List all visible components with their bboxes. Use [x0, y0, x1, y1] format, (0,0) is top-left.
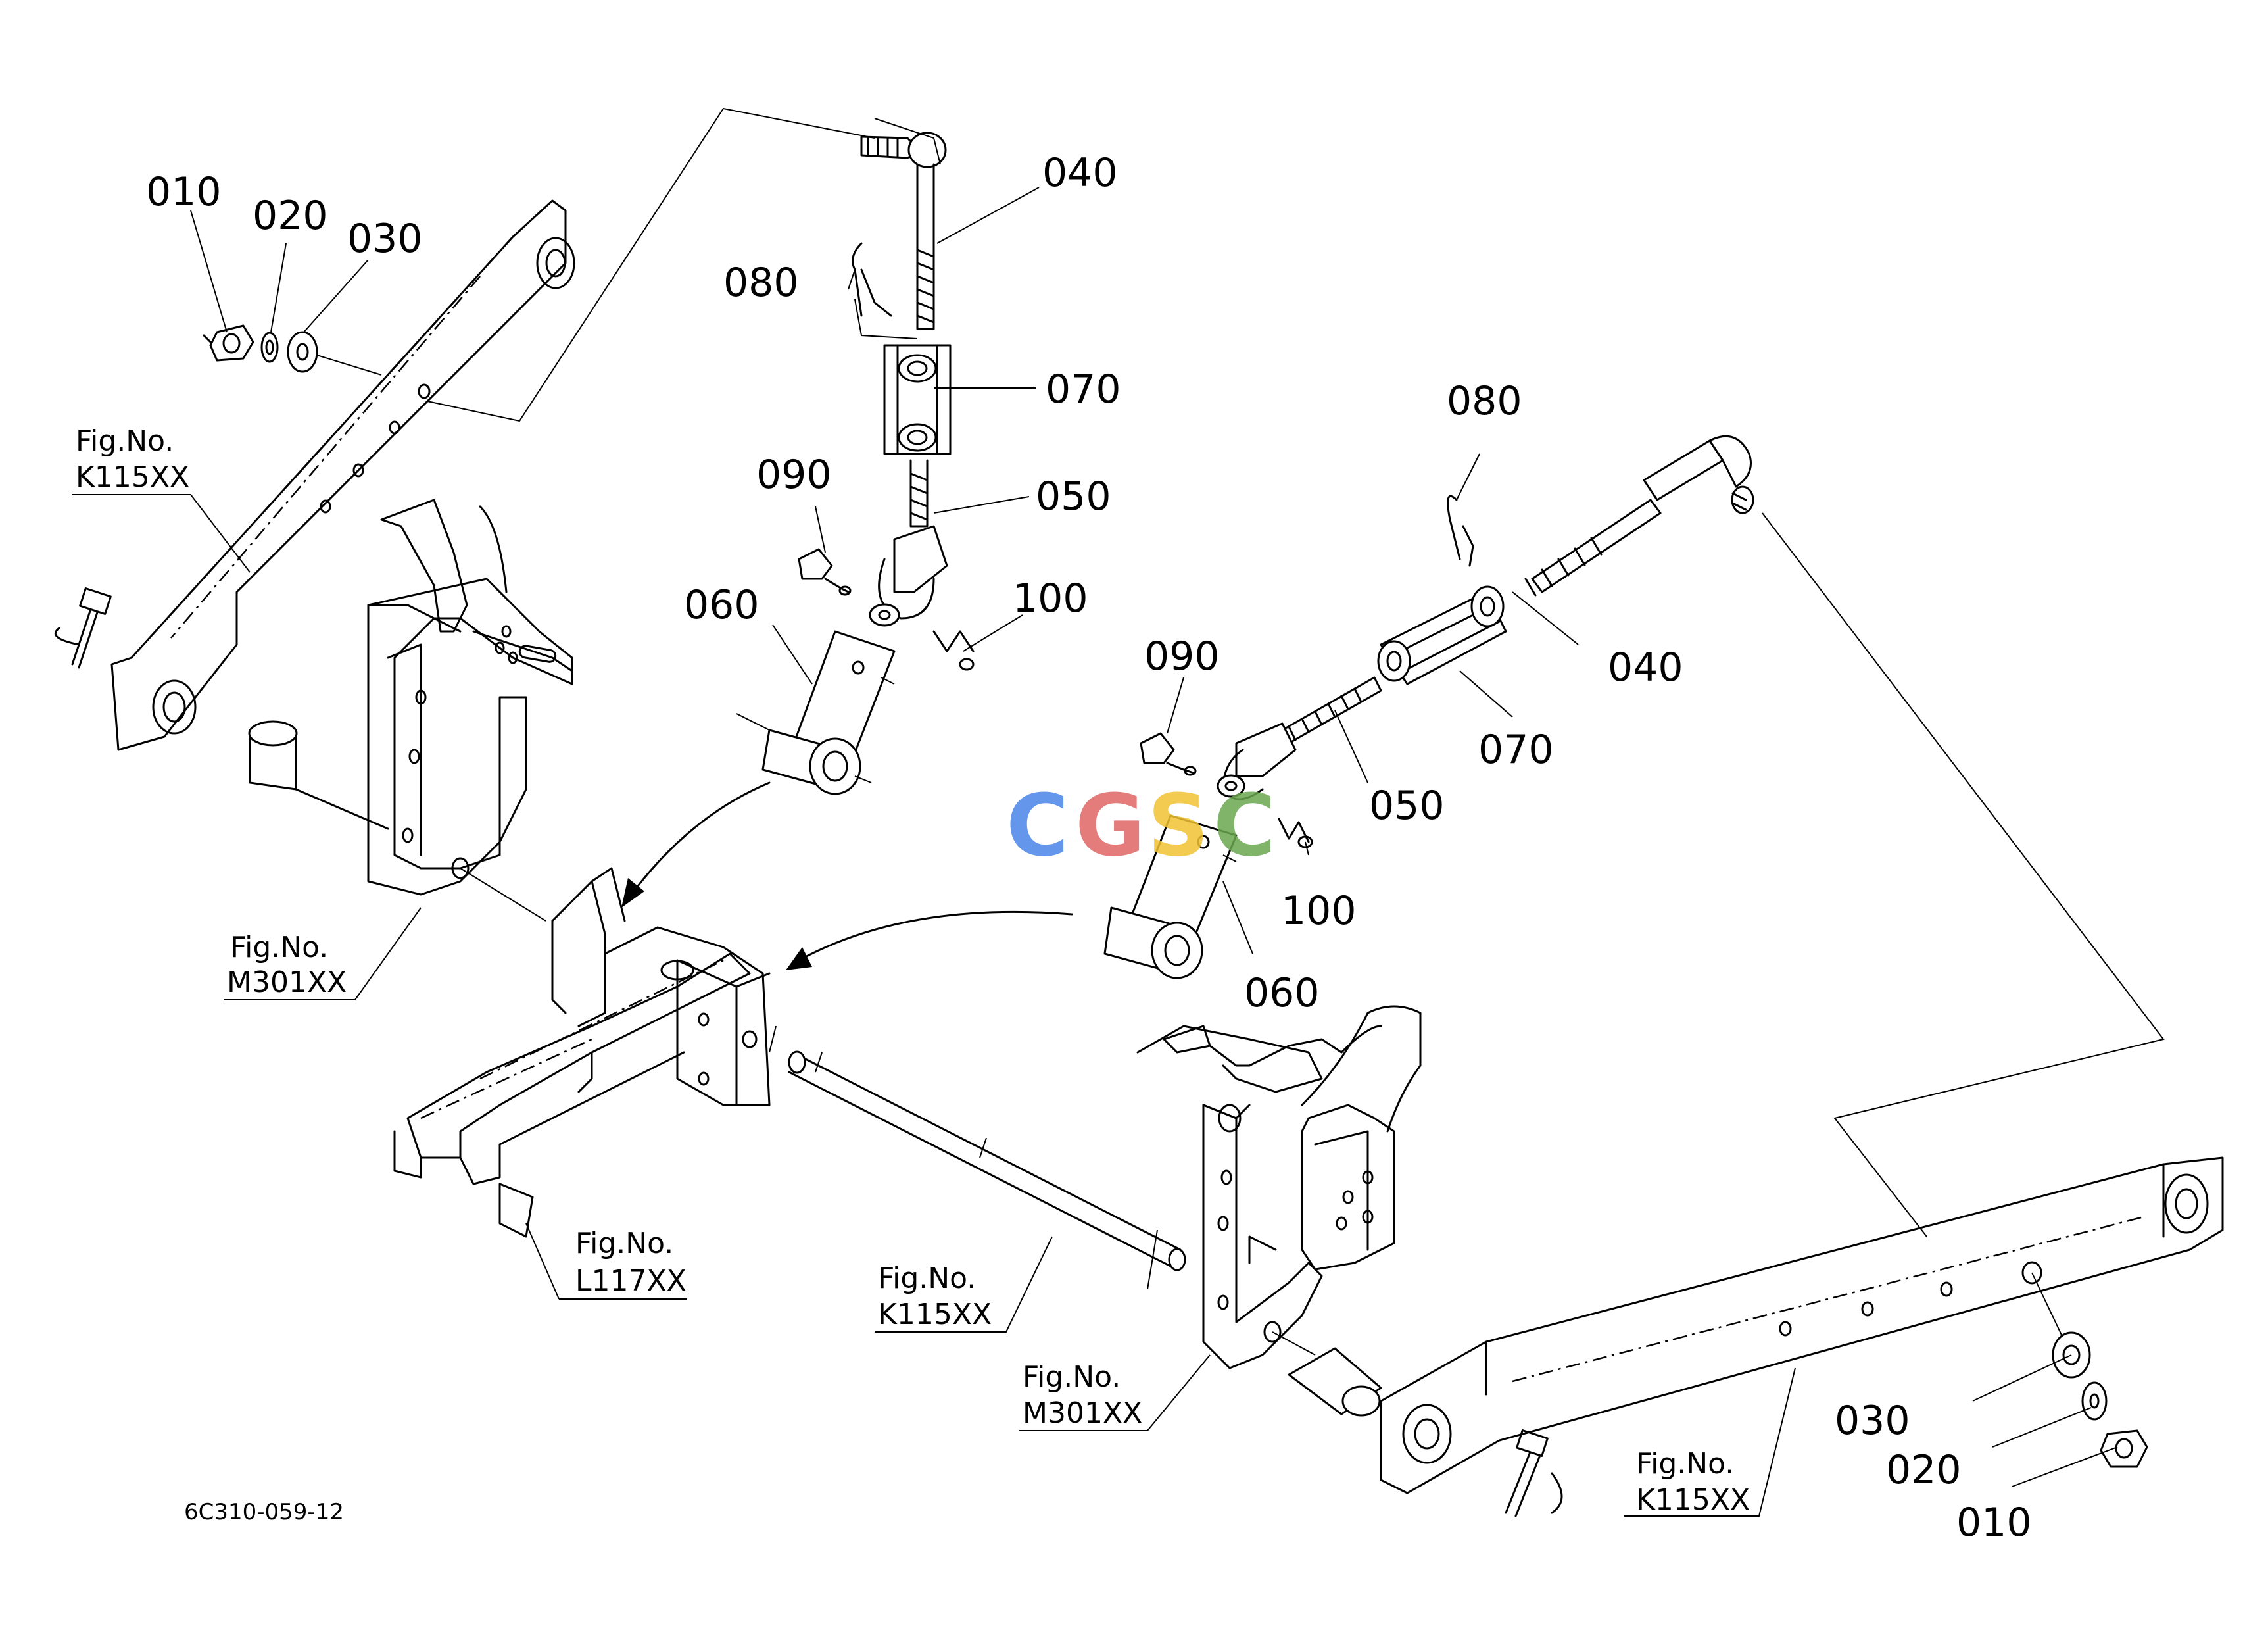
right-hardware	[2031, 1272, 2148, 1468]
right-bushing	[1272, 1331, 1382, 1417]
cross-shaft	[769, 1025, 1186, 1290]
part-080-right: 080	[1447, 378, 1522, 424]
watermark-letter-3: S	[1147, 775, 1209, 875]
right-lift-rod	[1217, 435, 1754, 800]
left-leader-line	[427, 107, 875, 422]
fig-ref-c-label: Fig.No.	[575, 1227, 673, 1260]
part-040-right: 040	[1608, 645, 1683, 691]
right-main-bracket	[1136, 1005, 1422, 1369]
fig-ref-d-number: K115XX	[878, 1298, 992, 1331]
part-030-right: 030	[1835, 1398, 1910, 1444]
left-lift-arm	[736, 630, 896, 795]
fig-ref-b-number: M301XX	[227, 966, 347, 999]
label-leaders	[190, 187, 2118, 1487]
fig-ref-a-label: Fig.No.	[76, 424, 174, 458]
left-lower-link-arm	[110, 199, 575, 751]
left-lynch-pin	[54, 587, 112, 669]
center-frame	[393, 867, 771, 1238]
fig-ref-e-label: Fig.No.	[1023, 1360, 1121, 1394]
part-060-left: 060	[684, 582, 760, 628]
left-arrow	[621, 781, 771, 908]
right-lower-link-arm	[1380, 1156, 2224, 1494]
part-010-right: 010	[1956, 1500, 2032, 1546]
part-010-left: 010	[146, 169, 222, 215]
part-090-right: 090	[1144, 633, 1220, 679]
right-spring-clip	[1278, 818, 1313, 848]
part-020-left: 020	[253, 193, 328, 239]
right-leader-line	[1762, 512, 2165, 1237]
part-020-right: 020	[1886, 1447, 1962, 1493]
left-spring-clip	[932, 630, 975, 671]
part-060-right: 060	[1244, 970, 1320, 1016]
fig-ref-d-label: Fig.No.	[878, 1262, 976, 1295]
fig-ref-c-number: L117XX	[575, 1264, 687, 1298]
right-arrow	[786, 910, 1073, 970]
part-050-left: 050	[1036, 474, 1111, 520]
part-100-left: 100	[1013, 576, 1088, 622]
left-lift-rod	[860, 118, 952, 627]
drawing-code: 6C310-059-12	[184, 1499, 344, 1525]
part-050-right: 050	[1369, 783, 1445, 829]
left-r-clip	[852, 242, 918, 339]
part-070-left: 070	[1046, 366, 1121, 412]
watermark-letter-4: C	[1213, 775, 1276, 875]
fig-ref-a-number: K115XX	[76, 460, 189, 494]
part-030-left: 030	[347, 216, 423, 262]
part-080-left: 080	[723, 260, 799, 306]
left-hardware	[203, 324, 382, 376]
watermark-letter-1: C	[1006, 775, 1069, 875]
watermark-logo: C G S C	[1006, 775, 1276, 875]
left-clevis-pin	[798, 548, 852, 596]
part-100-right: 100	[1281, 888, 1357, 934]
fig-ref-f-number: K115XX	[1636, 1483, 1750, 1517]
fig-ref-leaders	[72, 494, 1796, 1517]
right-lift-arm	[1103, 814, 1238, 979]
right-r-clip	[1447, 495, 1474, 567]
fig-ref-e-number: M301XX	[1023, 1396, 1142, 1430]
right-clevis-pin	[1140, 732, 1197, 776]
fig-ref-b-label: Fig.No.	[230, 931, 328, 964]
part-070-right: 070	[1478, 727, 1554, 773]
watermark-letter-2: G	[1075, 775, 1146, 875]
part-040-left: 040	[1042, 150, 1118, 196]
right-lynch-pin	[1505, 1429, 1563, 1517]
part-090-left: 090	[756, 452, 832, 498]
left-bushing	[248, 720, 389, 830]
fig-ref-f-label: Fig.No.	[1636, 1447, 1734, 1481]
left-main-bracket	[367, 499, 573, 922]
